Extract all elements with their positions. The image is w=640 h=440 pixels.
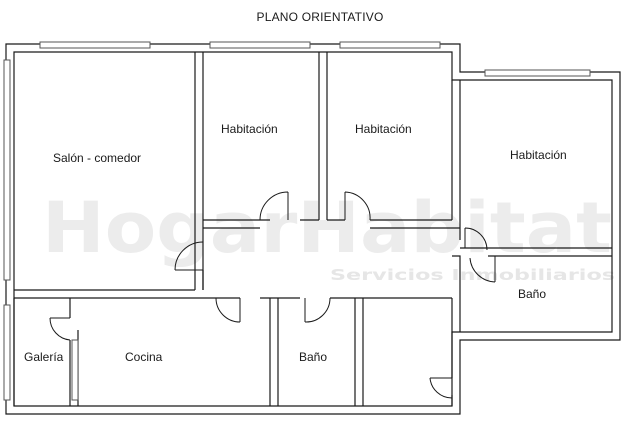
window-hab2 bbox=[339, 41, 441, 49]
room-labels: Salón - comedor Habitación Habitación Ha… bbox=[24, 122, 567, 364]
label-hab2: Habitación bbox=[355, 122, 412, 136]
label-salon: Salón - comedor bbox=[53, 151, 141, 165]
window-hab3 bbox=[484, 69, 591, 77]
window-hab1 bbox=[209, 41, 311, 49]
watermark: HogarHabitat Servicios Inmobiliarios bbox=[42, 187, 615, 284]
doors bbox=[49, 191, 496, 399]
door-bano2 bbox=[304, 297, 331, 323]
door-bano1 bbox=[469, 256, 496, 283]
label-galeria: Galería bbox=[24, 350, 64, 364]
door-cocina bbox=[215, 297, 241, 323]
plan-title: PLANO ORIENTATIVO bbox=[256, 10, 384, 24]
door-entrance bbox=[429, 377, 453, 399]
door-galeria bbox=[49, 317, 71, 341]
label-bano1: Baño bbox=[518, 287, 546, 301]
window-salon-top bbox=[39, 41, 151, 49]
window-salon-side bbox=[3, 59, 11, 281]
door-hab2 bbox=[344, 191, 371, 221]
label-hab1: Habitación bbox=[221, 122, 278, 136]
watermark-tagline: Servicios Inmobiliarios bbox=[330, 266, 615, 284]
label-hab3: Habitación bbox=[510, 148, 567, 162]
outer-walls bbox=[5, 43, 621, 415]
windows bbox=[3, 41, 591, 401]
label-cocina: Cocina bbox=[125, 350, 163, 364]
window-galeria bbox=[3, 304, 11, 401]
interior-walls bbox=[13, 52, 612, 406]
window-galeria-inner bbox=[71, 339, 79, 401]
door-salon bbox=[174, 241, 204, 271]
door-hab3 bbox=[464, 227, 488, 251]
door-hab1 bbox=[259, 191, 289, 221]
label-bano2: Baño bbox=[299, 350, 327, 364]
